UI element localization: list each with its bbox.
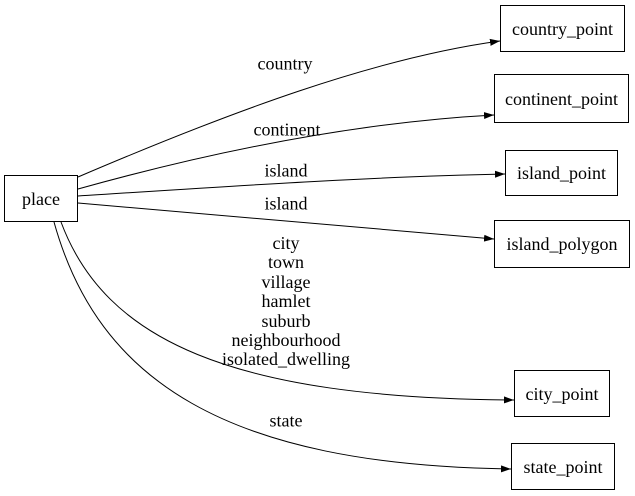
node-city-point-label: city_point bbox=[525, 383, 599, 404]
edge-label-island-point: island bbox=[264, 160, 308, 181]
node-island-polygon: island_polygon bbox=[494, 220, 630, 268]
node-state-point-label: state_point bbox=[523, 456, 603, 477]
node-state-point: state_point bbox=[511, 443, 615, 490]
node-island-point-label: island_point bbox=[517, 163, 606, 183]
node-city-point: city_point bbox=[514, 370, 610, 417]
edge-place-country-point bbox=[77, 38, 501, 178]
edge-place-state-point bbox=[53, 221, 512, 473]
node-continent-point: continent_point bbox=[494, 74, 629, 123]
node-island-point: island_point bbox=[505, 150, 618, 196]
edge-place-city-point bbox=[60, 221, 515, 404]
edge-label-island-polygon: island bbox=[264, 193, 308, 214]
node-island-polygon-label: island_polygon bbox=[506, 234, 618, 254]
node-place-label: place bbox=[22, 188, 60, 209]
edge-label-state: state bbox=[269, 410, 303, 431]
edge-place-island-point bbox=[77, 170, 506, 197]
node-continent-point-label: continent_point bbox=[505, 88, 618, 109]
edge-label-city-town-village: city town village hamlet suburb neighbou… bbox=[222, 233, 350, 370]
edge-place-continent-point bbox=[77, 112, 495, 190]
node-country-point: country_point bbox=[500, 5, 625, 52]
edge-label-continent: continent bbox=[253, 119, 321, 140]
edge-label-country: country bbox=[257, 53, 313, 74]
edge-place-island-polygon bbox=[77, 202, 495, 242]
node-place: place bbox=[4, 175, 78, 222]
node-country-point-label: country_point bbox=[512, 18, 613, 39]
